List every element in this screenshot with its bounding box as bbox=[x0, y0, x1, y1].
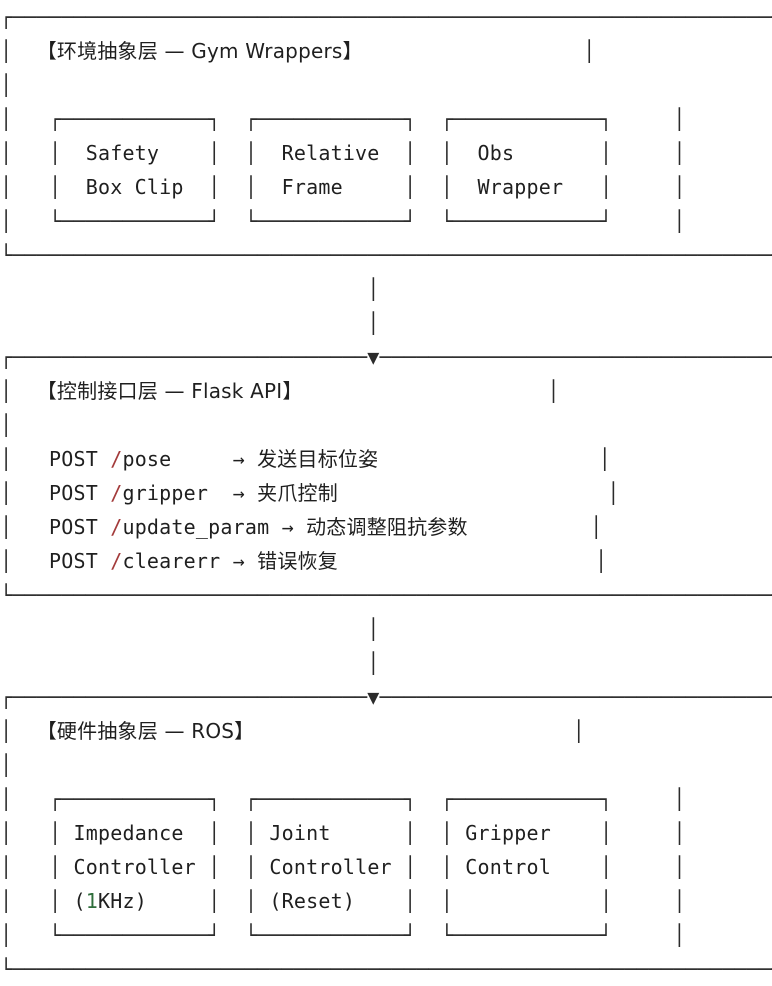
impedance-controller-line1: Impedance bbox=[73, 821, 184, 845]
endpoint-clearerr-method: POST bbox=[48, 549, 98, 573]
relative-frame-line2: Frame bbox=[281, 175, 343, 199]
safety-box-clip-line1: Safety bbox=[85, 141, 160, 165]
endpoint-update-param-path: update_param bbox=[122, 515, 270, 539]
api-layer-title: 【控制接口层 — Flask API】 bbox=[36, 379, 303, 403]
joint-controller-line3: (Reset) bbox=[269, 889, 356, 913]
safety-box-clip-line2: Box Clip bbox=[85, 175, 184, 199]
connector-api-hw: │ │ ┌─────────────────────────────▼─────… bbox=[0, 617, 772, 709]
endpoint-update-param-method: POST bbox=[48, 515, 98, 539]
connector-env-api: │ │ ┌─────────────────────────────▼─────… bbox=[0, 277, 772, 369]
impedance-controller-line2: Controller bbox=[73, 855, 196, 879]
endpoint-gripper-path: gripper bbox=[122, 481, 209, 505]
gripper-control-line2: Control bbox=[465, 855, 551, 879]
env-layer-title: 【环境抽象层 — Gym Wrappers】 bbox=[36, 39, 363, 63]
endpoint-gripper-desc: 夹爪控制 bbox=[257, 481, 338, 505]
endpoint-pose-desc: 发送目标位姿 bbox=[257, 447, 379, 471]
impedance-frequency-number: 1 bbox=[85, 889, 98, 913]
impedance-frequency-unit: KHz) bbox=[97, 889, 147, 913]
endpoint-gripper-method: POST bbox=[48, 481, 98, 505]
gripper-control-line1: Gripper bbox=[465, 821, 551, 845]
hw-layer-title: 【硬件抽象层 — ROS】 bbox=[36, 719, 255, 743]
relative-frame-line1: Relative bbox=[281, 141, 380, 165]
endpoint-clearerr-path: clearerr bbox=[122, 549, 221, 573]
endpoint-pose-method: POST bbox=[48, 447, 98, 471]
joint-controller-line1: Joint bbox=[269, 821, 331, 845]
joint-controller-line2: Controller bbox=[269, 855, 392, 879]
env-layer-top-border: ┌───────────────────────────────────────… bbox=[0, 5, 772, 29]
endpoint-clearerr-desc: 错误恢复 bbox=[257, 549, 338, 573]
obs-wrapper-line1: Obs bbox=[477, 141, 515, 165]
endpoint-update-param-desc: 动态调整阻抗参数 bbox=[306, 515, 468, 539]
endpoint-pose-path: pose bbox=[122, 447, 172, 471]
obs-wrapper-line2: Wrapper bbox=[477, 175, 564, 199]
